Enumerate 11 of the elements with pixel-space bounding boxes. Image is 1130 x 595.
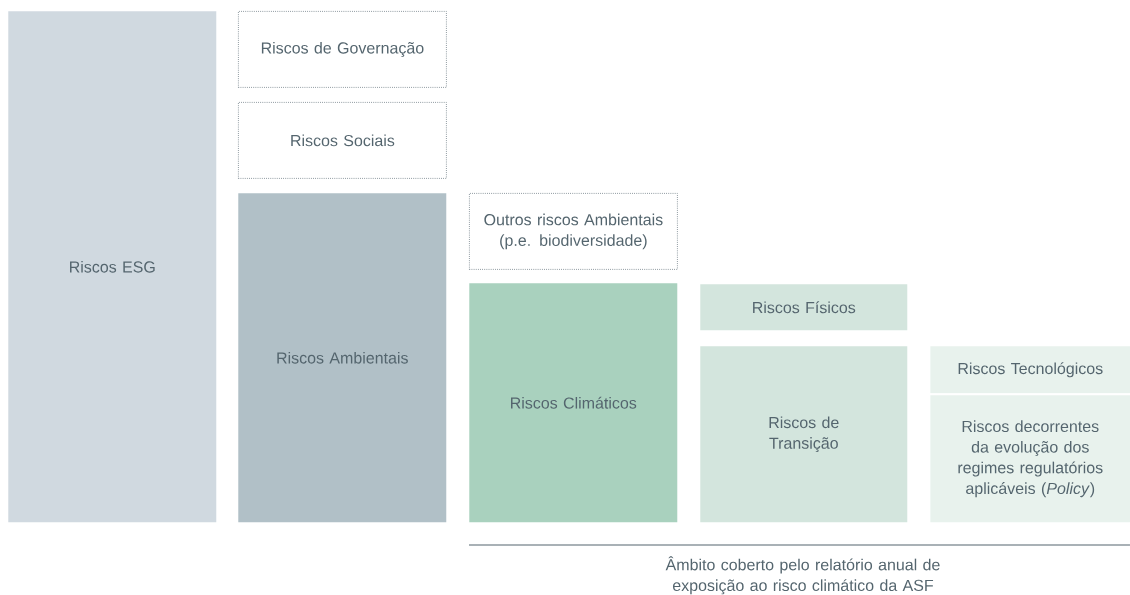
dotted-box: Riscos Sociais [238,102,447,179]
dotted-box: Riscos de Governação [238,11,447,88]
filled-box: Riscos de Transição [700,346,908,523]
filled-box: Riscos Climáticos [469,283,678,523]
filled-box: Riscos Físicos [700,284,908,331]
filled-box: Riscos Tecnológicos [930,346,1130,394]
caption: Âmbito coberto pelo relatório anual de exposição ao risco climático da ASF [665,556,940,595]
node-label: Riscos decorrentes da evolução dos regimes regulatórios aplicáveis (Policy) [958,420,1103,498]
filled-box: Riscos ESG [8,11,217,523]
dotted-box: Outros riscos Ambientais (p.e. biodiversidade) [469,193,678,270]
filled-box: Riscos Ambientais [238,193,447,523]
